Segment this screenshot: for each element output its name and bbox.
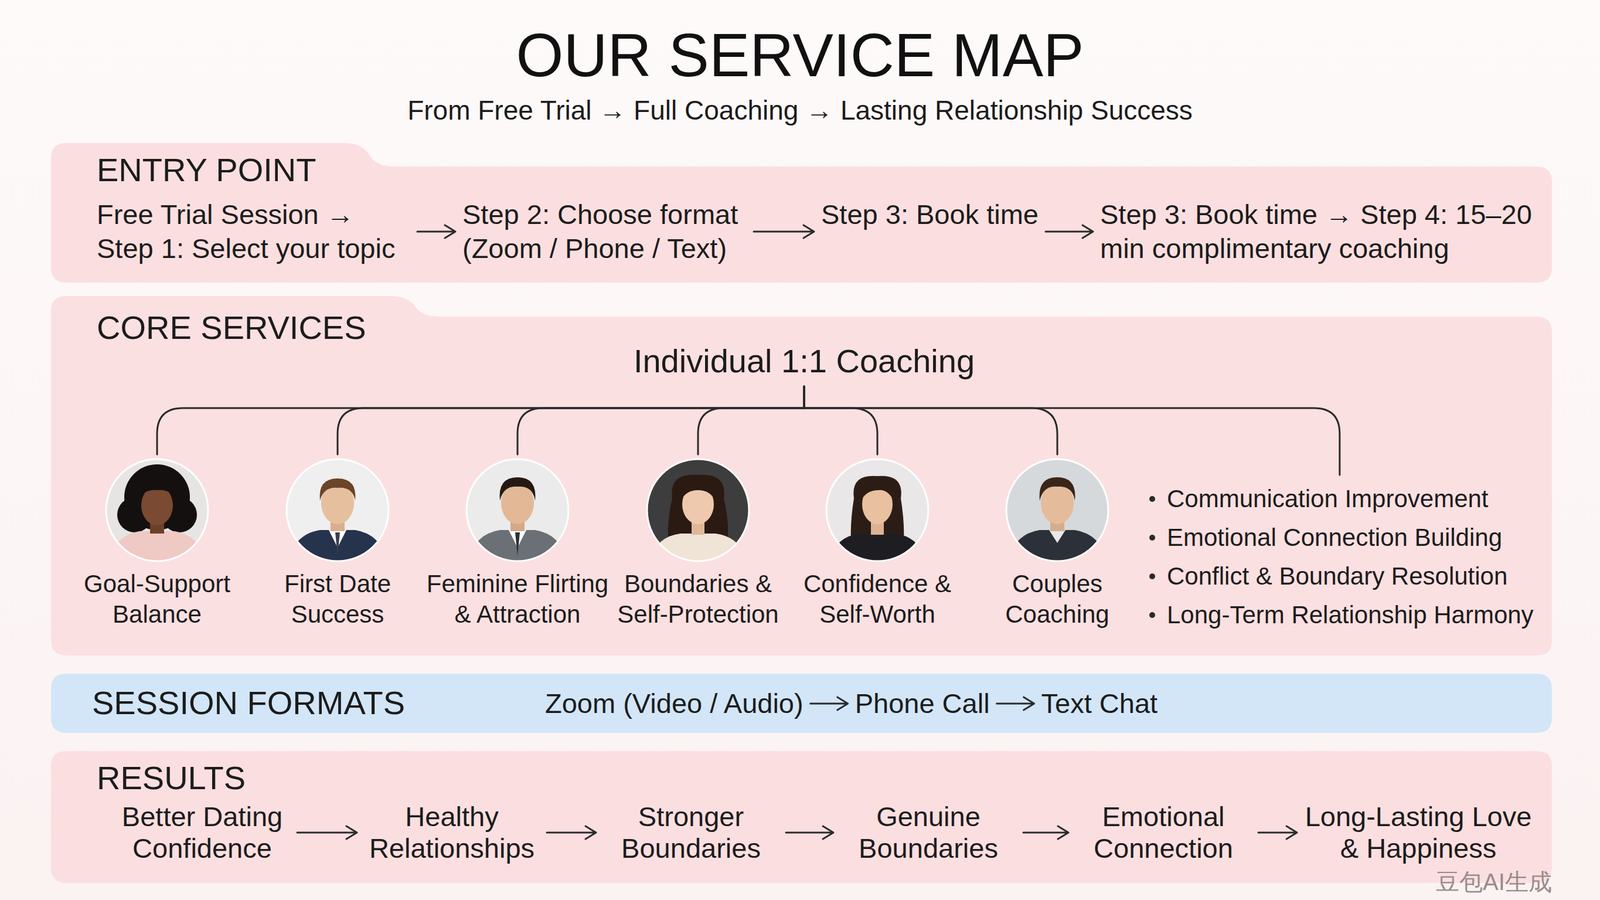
format-item: Phone Call — [855, 686, 990, 721]
bullet-row: Long-Term Relationship Harmony — [1145, 595, 1534, 635]
result-label: Genuine Boundaries — [840, 800, 1017, 864]
portrait-slot — [789, 458, 966, 561]
band-heading: RESULTS — [96, 758, 246, 797]
connector — [810, 696, 849, 710]
connector — [517, 386, 805, 455]
result-label: Healthy Relationships — [363, 800, 540, 864]
connector — [417, 225, 456, 238]
portrait-slot — [249, 458, 426, 561]
step-label: Step 3: Book time — [821, 197, 1039, 232]
step-label: Step 3: Book time → Step 4: 15–20 min co… — [1100, 197, 1540, 266]
service-circle: Couples Coaching — [969, 458, 1146, 630]
portrait-man-casual — [1006, 458, 1109, 569]
watermark-block: 豆包AI生成 — [1435, 867, 1552, 896]
subtitle-block: From Free Trial → Full Coaching → Lastin… — [407, 93, 1193, 127]
format-label: Text Chat — [1041, 686, 1159, 721]
subtitle: From Free Trial → Full Coaching → Lastin… — [407, 93, 1193, 127]
portrait-man-gray-suit — [466, 458, 569, 569]
result-label: Long-Lasting Love & Happiness — [1304, 800, 1533, 864]
result-item: Long-Lasting Love & Happiness — [1304, 800, 1533, 864]
service-circle: Confidence & Self-Worth — [789, 458, 966, 630]
result-label: Emotional Connection — [1075, 800, 1252, 864]
connector — [698, 386, 805, 455]
portrait-slot — [69, 458, 245, 561]
service-label: Couples Coaching — [969, 568, 1146, 630]
result-item: Healthy Relationships — [363, 800, 540, 864]
connector — [804, 386, 878, 455]
service-label: Boundaries & Self-Protection — [610, 568, 786, 630]
bullet-dot — [1149, 534, 1156, 541]
format-label: Zoom (Video / Audio) — [545, 686, 804, 721]
diagram-title: OUR SERVICE MAP — [0, 19, 1600, 91]
core-band: CORE SERVICES Individual 1:1 CoachingGoal… — [50, 295, 1552, 656]
result-item: Stronger Boundaries — [603, 800, 779, 864]
benefit-text: Conflict & Boundary Resolution — [1166, 562, 1508, 590]
portrait-woman-long-hair — [826, 458, 929, 569]
step-text: Step 2: Choose format (Zoom / Phone / Te… — [462, 197, 747, 266]
result-item: Better Dating Confidence — [114, 800, 291, 864]
portrait-woman-curly — [106, 458, 209, 569]
result-item: Genuine Boundaries — [840, 800, 1017, 864]
band-heading: ENTRY POINT — [96, 151, 316, 189]
service-label: Goal-Support Balance — [69, 568, 245, 630]
benefit-list: Communication ImprovementEmotional Conne… — [1145, 479, 1534, 635]
connector — [753, 225, 815, 238]
connector — [546, 825, 597, 839]
service-circle: Boundaries & Self-Protection — [610, 458, 786, 630]
connector — [804, 386, 1058, 455]
benefit-text: Emotional Connection Building — [1166, 523, 1503, 551]
step-text: Step 3: Book time — [821, 197, 1039, 232]
band-heading: SESSION FORMATS — [92, 683, 405, 722]
watermark: 豆包AI生成 — [1435, 867, 1552, 896]
portrait-slot — [969, 458, 1146, 561]
step-label: Step 2: Choose format (Zoom / Phone / Te… — [462, 197, 747, 266]
step-label: Free Trial Session → Step 1: Select your… — [96, 197, 411, 266]
service-label: First Date Success — [249, 568, 426, 630]
format-label: Phone Call — [855, 686, 990, 721]
portrait-slot — [423, 458, 612, 561]
entry-band: ENTRY POINT Free Trial Session → Step 1: … — [50, 143, 1552, 283]
band-outline — [50, 143, 1552, 283]
root-label: Individual 1:1 Coaching — [633, 341, 975, 381]
formats-band: SESSION FORMATS Zoom (Video / Audio) Phone… — [50, 673, 1552, 733]
result-item: Emotional Connection — [1075, 800, 1252, 864]
connector — [1023, 825, 1069, 839]
bullet-row: Communication Improvement — [1145, 479, 1534, 519]
portrait-slot — [610, 458, 786, 561]
result-label: Better Dating Confidence — [114, 800, 291, 864]
connector — [157, 386, 805, 455]
bullet-row: Conflict & Boundary Resolution — [1145, 556, 1534, 596]
bullet-dot — [1149, 611, 1156, 618]
band-outline — [50, 295, 1552, 656]
service-label: Feminine Flirting & Attraction — [423, 568, 612, 630]
service-circle: Goal-Support Balance — [69, 458, 245, 630]
connector — [1045, 225, 1094, 238]
bullet-dot — [1149, 573, 1156, 580]
benefit-text: Long-Term Relationship Harmony — [1166, 600, 1534, 629]
format-item: Text Chat — [1041, 686, 1159, 721]
connector — [337, 386, 805, 455]
title-block: OUR SERVICE MAP — [0, 19, 1600, 91]
service-root: Individual 1:1 Coaching — [633, 341, 975, 381]
results-band: RESULTSBetter Dating Confidence Healthy R… — [50, 750, 1552, 883]
band-heading: CORE SERVICES — [96, 308, 367, 347]
portrait-woman-wavy — [647, 458, 750, 569]
bullet-row: Emotional Connection Building — [1145, 518, 1534, 557]
connector — [297, 825, 357, 839]
band-outline — [50, 750, 1552, 883]
bullet-dot — [1149, 495, 1156, 502]
connector — [1258, 825, 1297, 839]
service-circle: Feminine Flirting & Attraction — [423, 458, 612, 630]
benefit-text: Communication Improvement — [1166, 484, 1489, 513]
portrait-man-suit — [286, 458, 389, 569]
format-item: Zoom (Video / Audio) — [545, 686, 804, 721]
step-text: Step 3: Book time → Step 4: 15–20 min co… — [1100, 197, 1540, 266]
band-outline — [50, 673, 1552, 733]
connector — [785, 825, 834, 839]
step-text: Free Trial Session → Step 1: Select your… — [96, 197, 411, 266]
service-label: Confidence & Self-Worth — [789, 568, 966, 630]
result-label: Stronger Boundaries — [603, 800, 779, 864]
connector — [996, 696, 1035, 710]
service-circle: First Date Success — [249, 458, 426, 630]
